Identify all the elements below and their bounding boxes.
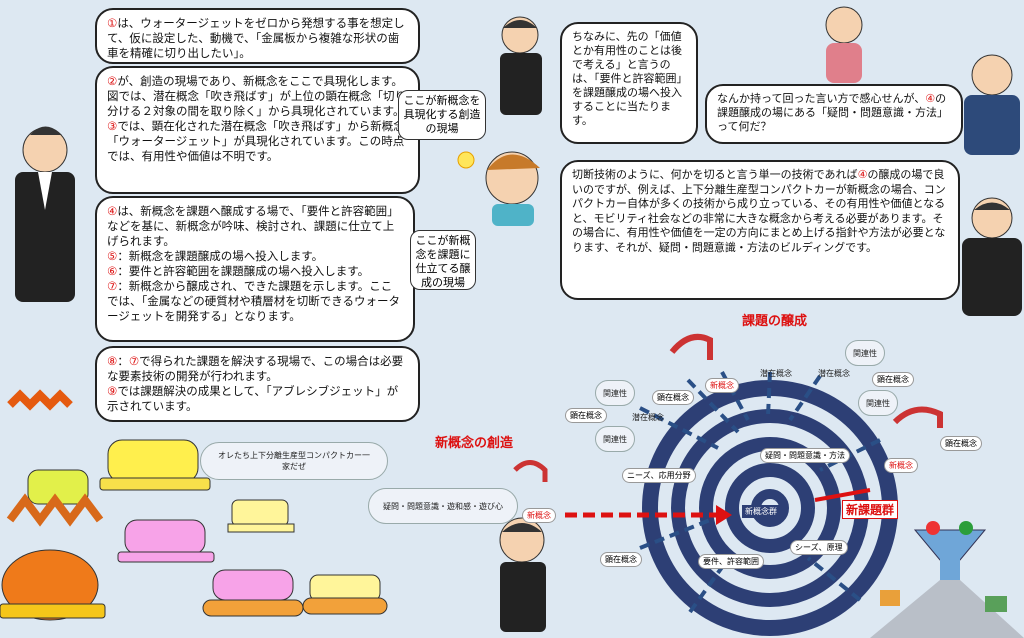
input-arrows (639, 371, 881, 614)
latent-concept-label-3: 潜在概念 (818, 369, 850, 378)
circled-number: ⑤ (107, 249, 118, 263)
needs-label: ニーズ、応用分野 (622, 468, 696, 483)
new-concept-label-2: 新概念 (705, 378, 739, 393)
bubble-text: の課題醸成の場にある「疑問・問題意識・方法」って何だ？ (717, 92, 948, 133)
seeds-label: シーズ、原理 (790, 540, 848, 555)
bubble-text: 切断技術のように、何かを切ると言う単一の技術であれば (572, 168, 858, 181)
circled-number: ③ (107, 119, 118, 133)
bubble-text: の醸成の場で良いのですが、例えば、上下分離生産型コンパクトカーが新概念の場合、コ… (572, 168, 946, 254)
new-issues-scene (870, 521, 1024, 638)
circled-number: ④ (107, 204, 118, 218)
brewing-site-note: ここが新概念を課題に仕立てる醸成の現場 (410, 230, 476, 290)
question-bubble: なんか持って回った言い方で感心せんが、④の課題醸成の場にある「疑問・問題意識・方… (705, 84, 963, 144)
bubble-text: で得られた課題を解決する現場で、この場合は必要な要素技術の開発が行われます。 (107, 354, 404, 383)
explanation-bubble-4: ⑧：⑦で得られた課題を解決する現場で、この場合は必要な要素技術の開発が行われます… (95, 346, 420, 422)
circled-number: ④ (857, 168, 868, 181)
bubble-text: では、顕在化された潜在概念「吹き飛ばす」から新概念「ウォータージェット」が具現化… (107, 119, 405, 163)
circled-number: ④ (925, 92, 936, 105)
creation-site-note: ここが新概念を具現化する創造の現場 (398, 90, 486, 140)
overt-concept-label-3: 顕在概念 (872, 372, 914, 387)
latent-concept-label-2: 潜在概念 (760, 369, 792, 378)
bubble-text: は、ウォータージェットをゼロから発想する事を想定して、仮に設定した、動機で、「金… (107, 16, 405, 60)
bubble-text: ちなみに、先の「価値とか有用性のことは後で考える」と言うのは、「要件と許容範囲」… (572, 30, 682, 127)
circled-number: ⑦ (128, 354, 140, 368)
circled-number: ② (107, 74, 118, 88)
related-cloud-2: 関連性 (595, 426, 635, 452)
bubble-text: ：要件と許容範囲を課題醸成の場へ投入します。 (117, 264, 370, 278)
overt-concept-label-2: 顕在概念 (565, 408, 607, 423)
car-illustrations (0, 389, 388, 621)
overt-concept-label-5: 顕在概念 (600, 552, 642, 567)
explanation-bubble-3: ④は、新概念を課題へ醸成する場で、「要件と許容範囲」などを基に、新概念が吟味、検… (95, 196, 415, 342)
related-cloud-1: 関連性 (595, 380, 635, 406)
circled-number: ⑨ (107, 384, 118, 398)
creation-title: 新概念の創造 (435, 436, 514, 451)
bubble-text: ：新概念を課題醸成の場へ投入します。 (117, 249, 324, 263)
new-issues-title: 新課題群 (842, 500, 899, 519)
answer-bubble: 切断技術のように、何かを切ると言う単一の技術であれば④の醸成の場で良いのですが、… (560, 160, 960, 300)
person-illustrations (15, 6, 1022, 632)
bubble-text: が、創造の現場であり、新概念をここで具現化します。図では、潜在概念「吹き飛ばす」… (107, 74, 406, 118)
overt-concept-label-1: 顕在概念 (652, 390, 694, 405)
requirements-label: 要件、許容範囲 (698, 554, 764, 569)
car-family-cloud: オレたち上下分離生産型コンパクトカー一家だぜ (200, 442, 388, 480)
related-cloud-4: 関連性 (858, 390, 898, 416)
explanation-bubble-2: ②が、創造の現場であり、新概念をここで具現化します。図では、潜在概念「吹き飛ばす… (95, 66, 420, 194)
overt-concept-label-4: 顕在概念 (940, 436, 982, 451)
explanation-bubble-1: ①は、ウォータージェットをゼロから発想する事を想定して、仮に設定した、動機で、「… (95, 8, 420, 64)
circled-number: ① (107, 16, 118, 30)
bubble-text: では課題解決の成果として、「アブレシブジェット」が示されています。 (107, 384, 399, 413)
related-cloud-3: 関連性 (845, 340, 885, 366)
explanation-bubble-5: ちなみに、先の「価値とか有用性のことは後で考える」と言うのは、「要件と許容範囲」… (560, 22, 698, 144)
circled-number: ⑧ (107, 354, 118, 368)
new-concept-label: 新概念 (522, 508, 556, 523)
new-concept-label-3: 新概念 (884, 458, 918, 473)
circled-number: ⑦ (107, 279, 118, 293)
bubble-text: なんか持って回った言い方で感心せんが、 (717, 92, 926, 105)
bubble-text: ： (117, 354, 129, 368)
latent-concept-label-1: 潜在概念 (632, 413, 664, 422)
doubt-cloud: 疑問・問題意識・遊和感・遊び心 (368, 488, 518, 524)
brewing-title: 課題の醸成 (742, 314, 808, 329)
bubble-text: ：新概念から醸成され、できた課題を示します。ここでは、「金属などの硬質材や積層材… (107, 279, 401, 323)
bubble-text: は、新概念を課題へ醸成する場で、「要件と許容範囲」などを基に、新概念が吟味、検討… (107, 204, 399, 248)
circled-number: ⑥ (107, 264, 118, 278)
new-concept-group-label: 新概念群 (742, 505, 780, 518)
doubt-method-label: 疑問・問題意識・方法 (760, 448, 850, 463)
